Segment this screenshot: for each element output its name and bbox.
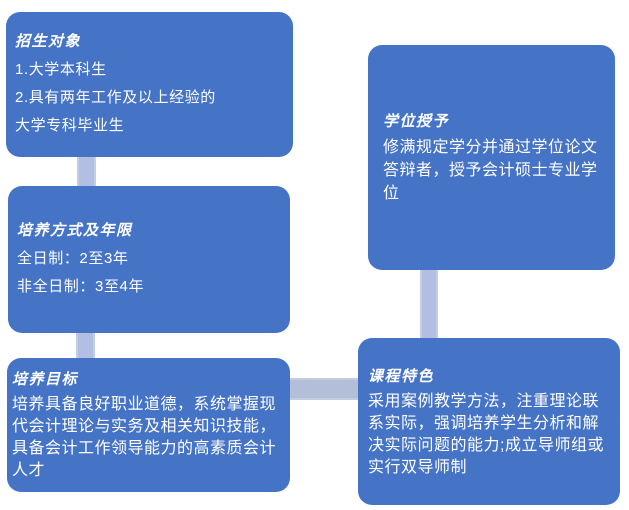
node-line: 1.大学本科生	[15, 60, 107, 78]
node-admission-targets: 招生对象 1.大学本科生 2.具有两年工作及以上经验的 大学专科毕业生	[6, 12, 293, 157]
node-course-features: 课程特色 采用案例教学方法，注重理论联系实际，强调培养学生分析和解决实际问题的能…	[358, 338, 620, 505]
node-title: 培养方式及年限	[17, 221, 133, 239]
node-title: 课程特色	[368, 367, 435, 385]
node-line: 全日制：2至3年	[17, 249, 129, 267]
node-line: 非全日制：3至4年	[17, 277, 145, 295]
node-program-mode-duration: 培养方式及年限 全日制：2至3年 非全日制：3至4年	[8, 186, 290, 333]
node-title: 培养目标	[12, 371, 79, 388]
node-line: 2.具有两年工作及以上经验的	[15, 88, 216, 106]
node-body: 采用案例教学方法，注重理论联系实际，强调培养学生分析和解决实际问题的能力;成立导…	[368, 392, 604, 476]
connector-admission-to-duration	[77, 155, 96, 188]
connector-duration-to-goal	[76, 330, 95, 360]
node-degree-conferral: 学位授予 修满规定学分并通过学位论文答辩者，授予会计硕士专业学位	[368, 45, 615, 270]
node-title: 学位授予	[383, 113, 450, 130]
node-title: 招生对象	[15, 32, 82, 50]
connector-degree-to-course	[420, 268, 438, 340]
node-body: 培养具备良好职业道德，系统掌握现代会计理论与实务及相关知识技能，具备会计工作领导…	[12, 396, 277, 479]
node-body: 修满规定学分并通过学位论文答辩者，授予会计硕士专业学位	[383, 139, 598, 202]
node-training-goal: 培养目标 培养具备良好职业道德，系统掌握现代会计理论与实务及相关知识技能，具备会…	[7, 358, 290, 492]
connector-goal-to-course	[288, 378, 360, 400]
node-line: 大学专科毕业生	[15, 116, 125, 134]
